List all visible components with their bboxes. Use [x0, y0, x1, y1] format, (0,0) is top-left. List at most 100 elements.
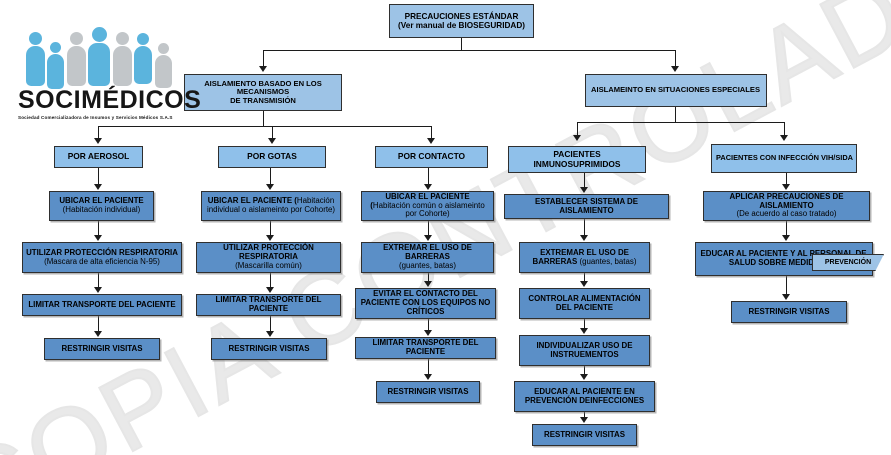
node-category-aerosol[interactable]: POR AEROSOL — [54, 146, 143, 168]
connector-especiales-down — [675, 107, 677, 122]
connector-root-to-especiales — [675, 50, 677, 67]
node-root-line2: (Ver manual de BIOSEGURIDAD) — [398, 21, 525, 30]
callout-prevencion-label: PREVENCIÓN — [824, 259, 872, 266]
connector-transmision-to-contacto — [431, 126, 433, 139]
connector-contacto-1 — [428, 221, 430, 235]
arrow-gotas-3 — [266, 331, 274, 337]
node-category-vih[interactable]: PACIENTES CON INFECCIÓN VIH/SIDA — [711, 144, 857, 173]
node-branch-especiales-label: AISLAMEINTO EN SITUACIONES ESPECIALES — [591, 85, 761, 95]
logo-figure-5 — [113, 32, 132, 86]
connector-gotas-1 — [270, 221, 272, 235]
connector-transmision-to-aerosol — [98, 126, 100, 139]
node-category-inmunosuprimidos[interactable]: PACIENTES INMUNOSUPRIMIDOS — [508, 146, 646, 173]
logo-figure-7 — [155, 43, 172, 88]
logo-tagline: Sociedad Comercializadora de Insumos y S… — [18, 115, 173, 120]
arrow-inmuno-1 — [580, 235, 588, 241]
connector-transmision-to-gotas — [272, 126, 274, 139]
connector-vih-0 — [786, 173, 788, 184]
logo-figure-6 — [134, 33, 152, 84]
connector-inmuno-4 — [584, 366, 586, 375]
connector-root-to-transmision — [263, 50, 265, 67]
connector-inmuno-0 — [584, 173, 586, 187]
node-branch-especiales[interactable]: AISLAMEINTO EN SITUACIONES ESPECIALES — [585, 74, 767, 107]
node-inmuno-step-1[interactable]: ESTABLECER SISTEMA DE AISLAMIENTO — [504, 194, 669, 219]
callout-prevencion[interactable]: PREVENCIÓN — [812, 254, 884, 271]
arrow-to-transmision — [259, 66, 267, 72]
connector-aerosol-0 — [98, 168, 100, 184]
node-contacto-step-1[interactable]: UBICAR EL PACIENTE (Habitación común o a… — [361, 191, 494, 221]
connector-especiales-to-inmuno — [577, 122, 579, 136]
arrow-to-gotas — [268, 138, 276, 144]
node-aerosol-step-1[interactable]: UBICAR EL PACIENTE (Habitación individua… — [49, 191, 154, 221]
node-gotas-step-1[interactable]: UBICAR EL PACIENTE (Habitación individua… — [201, 191, 341, 221]
connector-contacto-3 — [428, 319, 430, 330]
arrow-gotas-0 — [266, 184, 274, 190]
node-gotas-step-4[interactable]: RESTRINGIR VISITAS — [211, 338, 327, 360]
node-contacto-step-4[interactable]: LIMITAR TRANSPORTE DEL PACIENTE — [355, 337, 496, 359]
node-vih-step-3[interactable]: RESTRINGIR VISITAS — [731, 301, 847, 323]
node-inmuno-step-2[interactable]: EXTREMAR EL USO DE BARRERAS (guantes, ba… — [519, 242, 650, 273]
node-inmuno-step-5[interactable]: EDUCAR AL PACIENTE EN PREVENCIÓN DEINFEC… — [514, 381, 655, 412]
connector-inmuno-2 — [584, 273, 586, 282]
node-contacto-step-5[interactable]: RESTRINGIR VISITAS — [376, 381, 480, 403]
arrow-to-vih — [780, 135, 788, 141]
logo-figure-1 — [26, 32, 45, 86]
connector-contacto-4 — [428, 359, 430, 374]
arrow-inmuno-4 — [580, 374, 588, 380]
connector-transmision-down — [263, 111, 265, 126]
node-inmuno-step-4[interactable]: INDIVIDUALIZAR USO DE INSTRUEMENTOS — [519, 335, 650, 366]
logo-figures — [26, 27, 176, 89]
connector-inmuno-1 — [584, 219, 586, 235]
node-vih-step-1[interactable]: APLICAR PRECAUCIONES DE AISLAMIENTO (De … — [703, 191, 870, 221]
node-gotas-step-3[interactable]: LIMITAR TRANSPORTE DEL PACIENTE — [196, 294, 341, 316]
node-root-line1: PRECAUCIONES ESTÁNDAR — [404, 11, 519, 21]
arrow-vih-2 — [782, 294, 790, 300]
node-branch-transmision-line1: AISLAMIENTO BASADO EN LOS MECANISMOS — [204, 78, 322, 97]
arrow-to-especiales — [671, 66, 679, 72]
arrow-contacto-0 — [424, 184, 432, 190]
connector-vih-1 — [786, 221, 788, 235]
connector-aerosol-3 — [98, 316, 100, 331]
logo-figure-2 — [47, 42, 64, 89]
arrow-to-contacto — [427, 138, 435, 144]
node-aerosol-step-2[interactable]: UTILIZAR PROTECCIÓN RESPIRATORIA (Mascar… — [22, 242, 182, 273]
logo-figure-3 — [67, 32, 86, 86]
node-branch-transmision[interactable]: AISLAMIENTO BASADO EN LOS MECANISMOS DE … — [184, 74, 342, 111]
arrow-aerosol-1 — [94, 235, 102, 241]
connector-aerosol-1 — [98, 221, 100, 235]
arrow-contacto-2 — [424, 281, 432, 287]
connector-inmuno-5 — [584, 412, 586, 418]
arrow-aerosol-0 — [94, 184, 102, 190]
node-gotas-step-2[interactable]: UTILIZAR PROTECCIÓN RESPIRATORIA (Mascar… — [196, 242, 341, 273]
arrow-aerosol-2 — [94, 287, 102, 293]
arrow-vih-0 — [782, 184, 790, 190]
arrow-to-inmuno — [573, 135, 581, 141]
connector-vih-2 — [786, 276, 788, 294]
node-root[interactable]: PRECAUCIONES ESTÁNDAR (Ver manual de BIO… — [389, 4, 534, 38]
node-category-gotas[interactable]: POR GOTAS — [218, 146, 326, 168]
connector-especiales-bar — [577, 122, 785, 124]
node-aerosol-step-3[interactable]: LIMITAR TRANSPORTE DEL PACIENTE — [22, 294, 182, 316]
arrow-inmuno-3 — [580, 328, 588, 334]
arrow-inmuno-2 — [580, 281, 588, 287]
node-contacto-step-3[interactable]: EVITAR EL CONTACTO DEL PACIENTE CON LOS … — [355, 288, 496, 319]
arrow-gotas-2 — [266, 287, 274, 293]
connector-aerosol-2 — [98, 273, 100, 287]
arrow-vih-1 — [782, 235, 790, 241]
node-inmuno-step-6[interactable]: RESTRINGIR VISITAS — [532, 424, 637, 446]
connector-contacto-2 — [428, 273, 430, 282]
arrow-contacto-1 — [424, 235, 432, 241]
node-aerosol-step-4[interactable]: RESTRINGIR VISITAS — [44, 338, 160, 360]
node-contacto-step-2[interactable]: EXTREMAR EL USO DE BARRERAS (guantes, ba… — [361, 242, 494, 273]
arrow-contacto-4 — [424, 374, 432, 380]
connector-root-bar — [263, 50, 676, 52]
connector-inmuno-3 — [584, 319, 586, 329]
node-category-contacto[interactable]: POR CONTACTO — [375, 146, 488, 168]
arrow-aerosol-3 — [94, 331, 102, 337]
arrow-inmuno-0 — [580, 187, 588, 193]
arrow-contacto-3 — [424, 330, 432, 336]
node-inmuno-step-3[interactable]: CONTROLAR ALIMENTACIÓN DEL PACIENTE — [519, 288, 650, 319]
logo-figure-4 — [88, 27, 110, 86]
arrow-gotas-1 — [266, 235, 274, 241]
